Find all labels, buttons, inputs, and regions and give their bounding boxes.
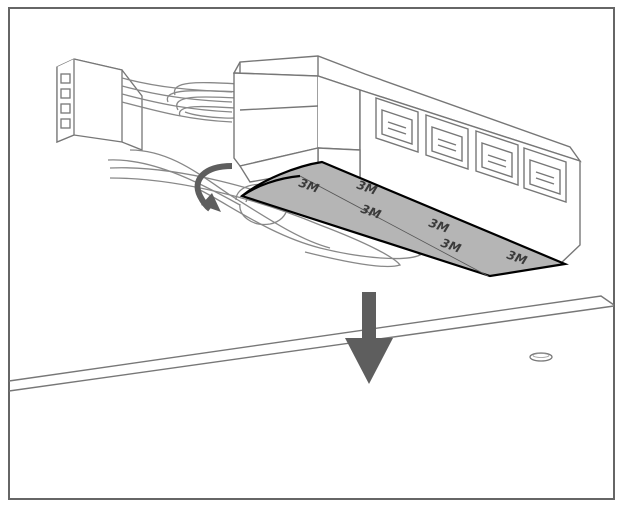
mounting-hole-icon: [529, 352, 553, 362]
down-arrow-icon: [345, 292, 393, 384]
connector-plug-icon: [56, 58, 143, 151]
tape-label: 3M: [427, 216, 451, 236]
hub-port-icon: [523, 147, 567, 203]
tape-label: 3M: [505, 248, 529, 268]
hub-port-icon: [375, 97, 419, 153]
tape-label: 3M: [359, 202, 383, 222]
tape-label: 3M: [439, 236, 463, 256]
adhesive-tape: 3M 3M 3M 3M 3M 3M: [239, 160, 569, 278]
tape-label: 3M: [297, 176, 321, 196]
hub-port-icon: [475, 130, 519, 186]
hub-port-icon: [425, 114, 469, 170]
peel-arrow-icon: [194, 163, 233, 212]
fan-hub-icon: [232, 55, 582, 265]
tape-label: 3M: [355, 178, 379, 198]
mounting-surface: [8, 295, 615, 392]
